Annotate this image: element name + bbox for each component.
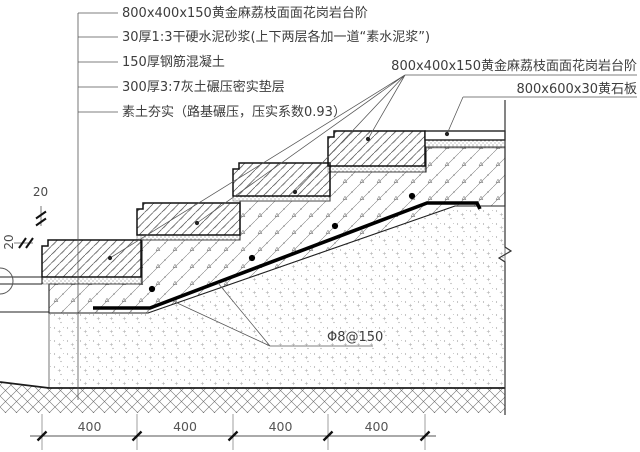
note-stone-slab: 800x600x30黄石板 [516, 82, 637, 97]
dim-400-1: 400 [78, 419, 102, 434]
left-pavement [0, 276, 49, 313]
detail-callout-circle [0, 267, 14, 295]
granite-step-3 [232, 162, 331, 197]
rebar-bar [93, 201, 482, 310]
dimension-ticks [36, 430, 431, 442]
leader-end-dots [107, 131, 450, 261]
stone-slab [424, 130, 506, 141]
section-break-line [497, 100, 513, 415]
granite-step-4 [327, 130, 426, 167]
granite-step-2 [136, 202, 241, 236]
dim-400-4: 400 [365, 419, 389, 434]
joint-dimension-side [14, 237, 34, 249]
dim-400-2: 400 [173, 419, 197, 434]
note-granite-step: 800x400x150黄金麻荔枝面面花岗岩台阶 [122, 5, 368, 21]
bottom-dimension-chain [30, 414, 436, 450]
right-annotation-leaders [109, 74, 637, 259]
ground-line [0, 381, 505, 389]
joint-dimension-top [35, 206, 47, 227]
rebar-label-leader [174, 282, 373, 347]
note-mortar-bed: 30厚1:3干硬水泥砂浆(上下两层各加一道“素水泥浆”) [122, 29, 430, 45]
rebar-label: Φ8@150 [327, 330, 383, 345]
compacted-subgrade-hatch [0, 382, 505, 413]
dim-20-top: 20 [33, 185, 48, 199]
right-annotations: 800x400x150黄金麻荔枝面面花岗岩台阶 800x600x30黄石板 [391, 58, 637, 97]
note-concrete: 150厚钢筋混凝土 [122, 54, 225, 70]
dim-400-3: 400 [269, 419, 293, 434]
granite-step-1 [41, 239, 142, 278]
rebar-section-dots [148, 192, 416, 293]
note-lime-cushion: 300厚3:7灰土碾压密实垫层 [122, 79, 285, 95]
note-compacted-soil: 素土夯实（路基碾压，压实系数0.93） [122, 104, 346, 120]
left-annotation-bracket [77, 12, 118, 400]
note-granite-step-right: 800x400x150黄金麻荔枝面面花岗岩台阶 [391, 58, 637, 74]
left-annotations: 800x400x150黄金麻荔枝面面花岗岩台阶 30厚1:3干硬水泥砂浆(上下两… [122, 5, 430, 120]
dim-20-side: 20 [2, 234, 16, 249]
bottom-dimension-labels: 400 400 400 400 [78, 419, 389, 434]
